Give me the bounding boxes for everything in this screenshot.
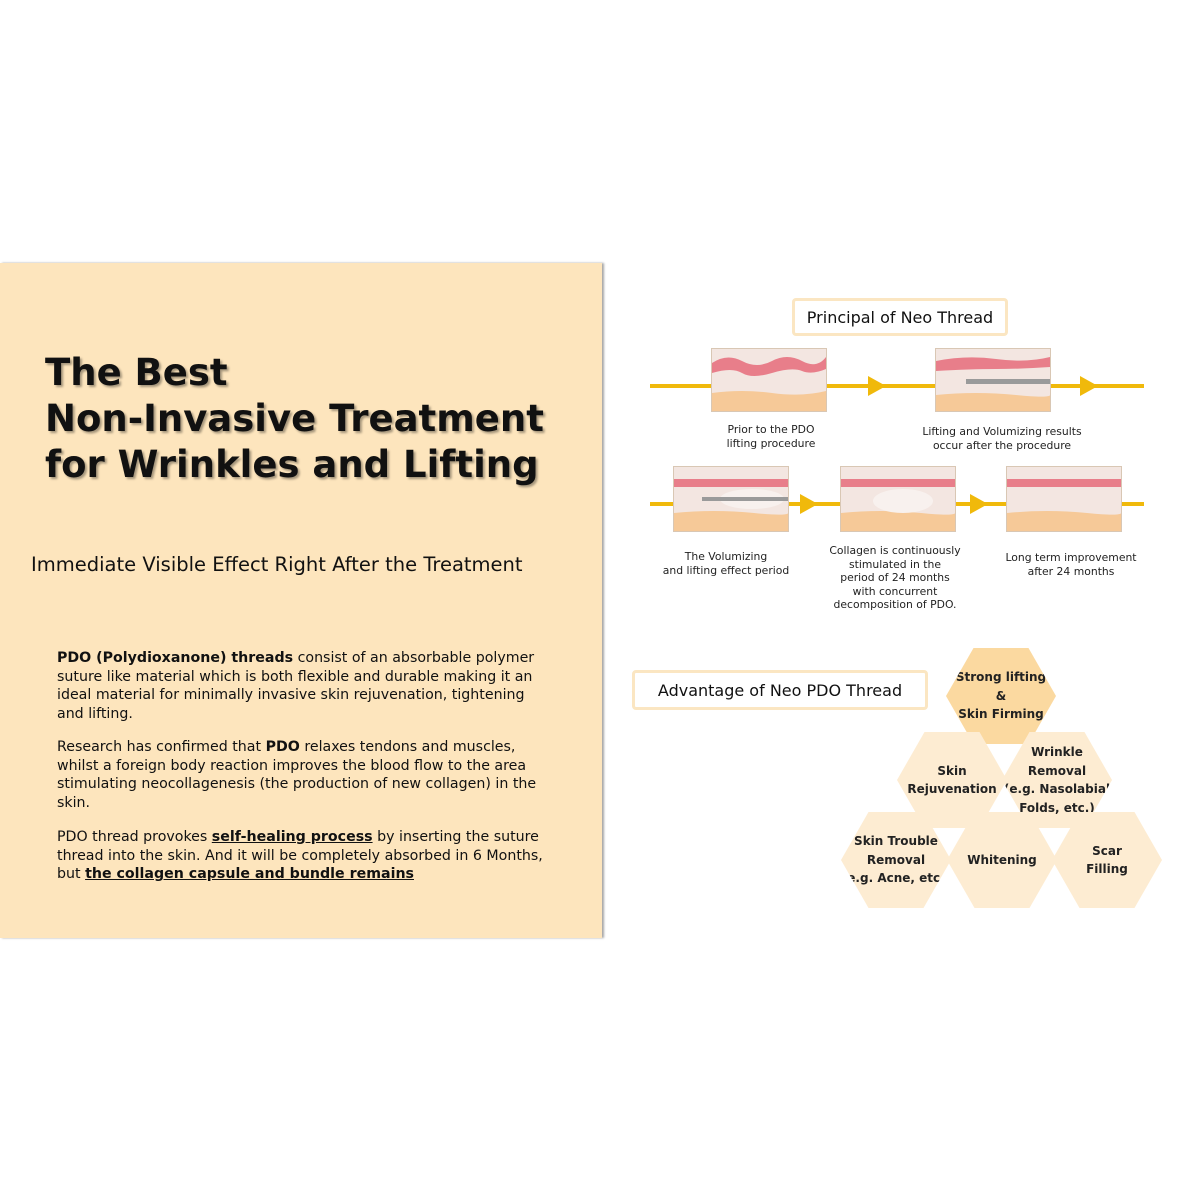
healing-mid: by inserting the suture thread into the … xyxy=(57,829,543,882)
skin-diagram-5 xyxy=(1006,466,1122,532)
pdo-text: consist of an absorbable polymer suture … xyxy=(57,650,535,722)
strong-lifting-text: Strong lifting & Skin Firming xyxy=(955,670,1047,722)
page-title: The Best Non-Invasive Treatment for Wrin… xyxy=(45,350,585,488)
research-text: relaxes tendons and muscles, whilst a fo… xyxy=(57,739,537,811)
skin-trouble-text: Skin Trouble Removal (e.g. Acne, etc.) xyxy=(841,834,951,886)
wrinkle-text: Wrinkle Removal (e.g. Nasolabial Folds, … xyxy=(1003,745,1111,815)
flow-arrow-3 xyxy=(800,494,818,514)
step-caption-5: Long term improvement after 24 months xyxy=(1005,551,1137,578)
step-caption-2: Lifting and Volumizing results occur aft… xyxy=(922,425,1082,452)
research-bold: PDO xyxy=(265,739,300,755)
flow-line-row-1 xyxy=(650,384,1144,388)
advantage-strong-lifting: Strong lifting & Skin Firming xyxy=(946,648,1056,744)
paragraph-research: Research has confirmed that PDO relaxes … xyxy=(57,738,547,812)
healing-pre: PDO thread provokes xyxy=(57,829,212,845)
subtitle: Immediate Visible Effect Right After the… xyxy=(31,553,523,576)
title-line-3: for Wrinkles and Lifting xyxy=(45,443,539,486)
principal-label: Principal of Neo Thread xyxy=(792,298,1008,336)
step-caption-4: Collagen is continuously stimulated in t… xyxy=(829,544,961,611)
scar-text: Scar Filling xyxy=(1086,843,1128,877)
step-caption-3: The Volumizing and lifting effect period xyxy=(662,550,790,577)
skin-diagram-2 xyxy=(935,348,1051,412)
advantage-scar-filling: Scar Filling xyxy=(1052,812,1162,908)
paragraph-pdo: PDO (Polydioxanone) threads consist of a… xyxy=(57,649,547,723)
flow-arrow-1 xyxy=(868,376,886,396)
title-line-2: Non-Invasive Treatment xyxy=(45,397,544,440)
self-healing-highlight: self-healing process xyxy=(211,829,373,845)
advantage-label: Advantage of Neo PDO Thread xyxy=(632,670,928,710)
pdo-bold: PDO (Polydioxanone) threads xyxy=(57,650,294,666)
skin-diagram-4 xyxy=(840,466,956,532)
skin-diagram-3 xyxy=(673,466,789,532)
research-pre: Research has confirmed that xyxy=(57,739,266,755)
flow-arrow-4 xyxy=(970,494,988,514)
whitening-text: Whitening xyxy=(967,852,1037,867)
paragraph-self-healing: PDO thread provokes self-healing process… xyxy=(57,828,547,884)
collagen-highlight: the collagen capsule and bundle remains xyxy=(85,866,414,882)
info-panel xyxy=(0,263,602,938)
flow-arrow-2 xyxy=(1080,376,1098,396)
title-line-1: The Best xyxy=(45,351,228,394)
rejuvenation-text: Skin Rejuvenation xyxy=(907,763,997,797)
skin-diagram-1 xyxy=(711,348,827,412)
step-caption-1: Prior to the PDO lifting procedure xyxy=(726,423,816,450)
